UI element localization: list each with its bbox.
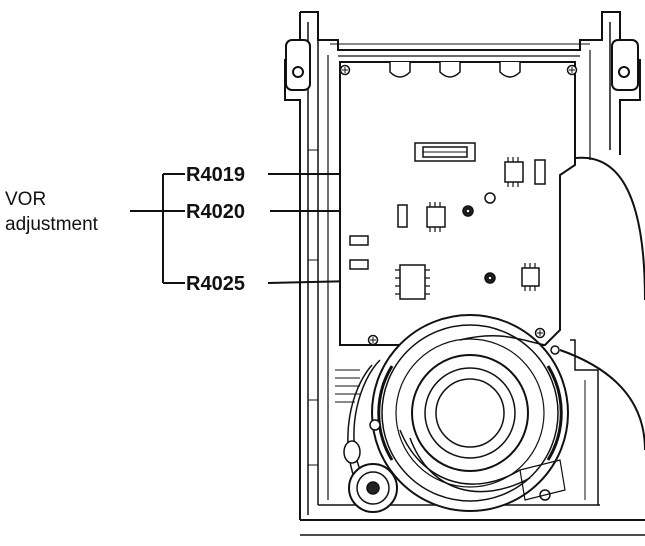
housing — [284, 11, 645, 536]
leader-bracket — [130, 173, 185, 284]
connector-block — [414, 142, 476, 162]
speaker — [369, 314, 569, 512]
mounting-tabs — [285, 39, 639, 91]
callout-r4025-label: R4025 — [186, 273, 245, 295]
callout-r4019-label: R4019 — [186, 164, 245, 186]
trimmer-r4019 — [484, 192, 496, 204]
ic-chips — [349, 157, 546, 300]
wall-hatching — [335, 369, 360, 403]
trimmer-r4020 — [462, 205, 474, 217]
side-arc — [559, 156, 645, 451]
vor-label-line1: VOR — [5, 189, 46, 210]
callout-r4020-label: R4020 — [186, 201, 245, 223]
circuit-board — [339, 61, 578, 346]
trimmer-r4025 — [484, 272, 496, 284]
vor-adjustment-label: VOR adjustment — [5, 189, 99, 235]
vor-label-line2: adjustment — [5, 214, 99, 235]
lower-knob — [343, 440, 398, 513]
